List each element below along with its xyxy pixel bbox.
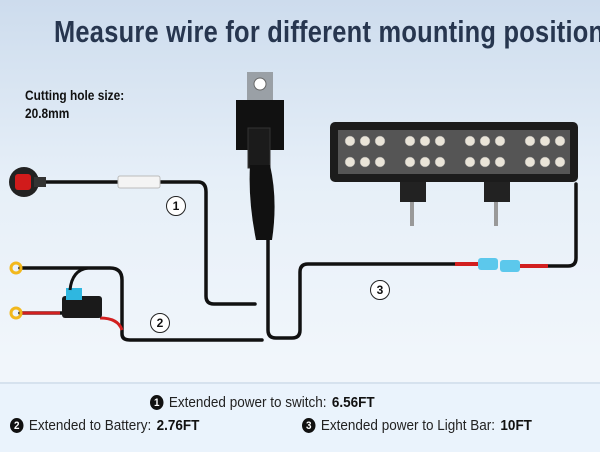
led-light-bar xyxy=(330,122,578,226)
fuse-holder xyxy=(62,266,102,318)
ring-terminal-icon xyxy=(9,261,23,275)
spec-number: 3 xyxy=(302,418,316,433)
hole-label: Cutting hole size: xyxy=(25,87,125,103)
spec-label: Extended power to switch: xyxy=(168,394,327,411)
spec-1: 1 Extended power to switch:6.56FT xyxy=(150,394,375,411)
cutting-hole-info: Cutting hole size: 20.8mm xyxy=(25,86,124,122)
callout-1: 1 xyxy=(166,196,186,216)
bullet-connectors xyxy=(478,258,520,272)
spec-value: 10FT xyxy=(500,417,532,434)
spec-band xyxy=(0,382,600,452)
spec-value: 2.76FT xyxy=(156,417,200,434)
spec-number: 1 xyxy=(150,395,164,410)
hole-value: 20.8mm xyxy=(25,105,70,121)
red-wire-lightbar xyxy=(455,262,548,268)
spec-2: 2 Extended to Battery:2.76FT xyxy=(10,417,199,434)
switch-connector xyxy=(117,175,161,189)
spec-label: Extended to Battery: xyxy=(28,417,152,434)
callout-3: 3 xyxy=(370,280,390,300)
rocker-switch xyxy=(9,167,46,197)
callout-2: 2 xyxy=(150,313,170,333)
red-wire xyxy=(20,311,124,331)
relay xyxy=(236,72,284,240)
wiring-harness-illustration xyxy=(9,72,578,342)
ring-terminal-icon xyxy=(9,306,23,320)
spec-3: 3 Extended power to Light Bar:10FT xyxy=(302,417,532,434)
page-title: Measure wire for different mounting posi… xyxy=(54,14,600,49)
spec-number: 2 xyxy=(10,418,24,433)
spec-value: 6.56FT xyxy=(331,394,375,411)
spec-label: Extended power to Light Bar: xyxy=(320,417,496,434)
